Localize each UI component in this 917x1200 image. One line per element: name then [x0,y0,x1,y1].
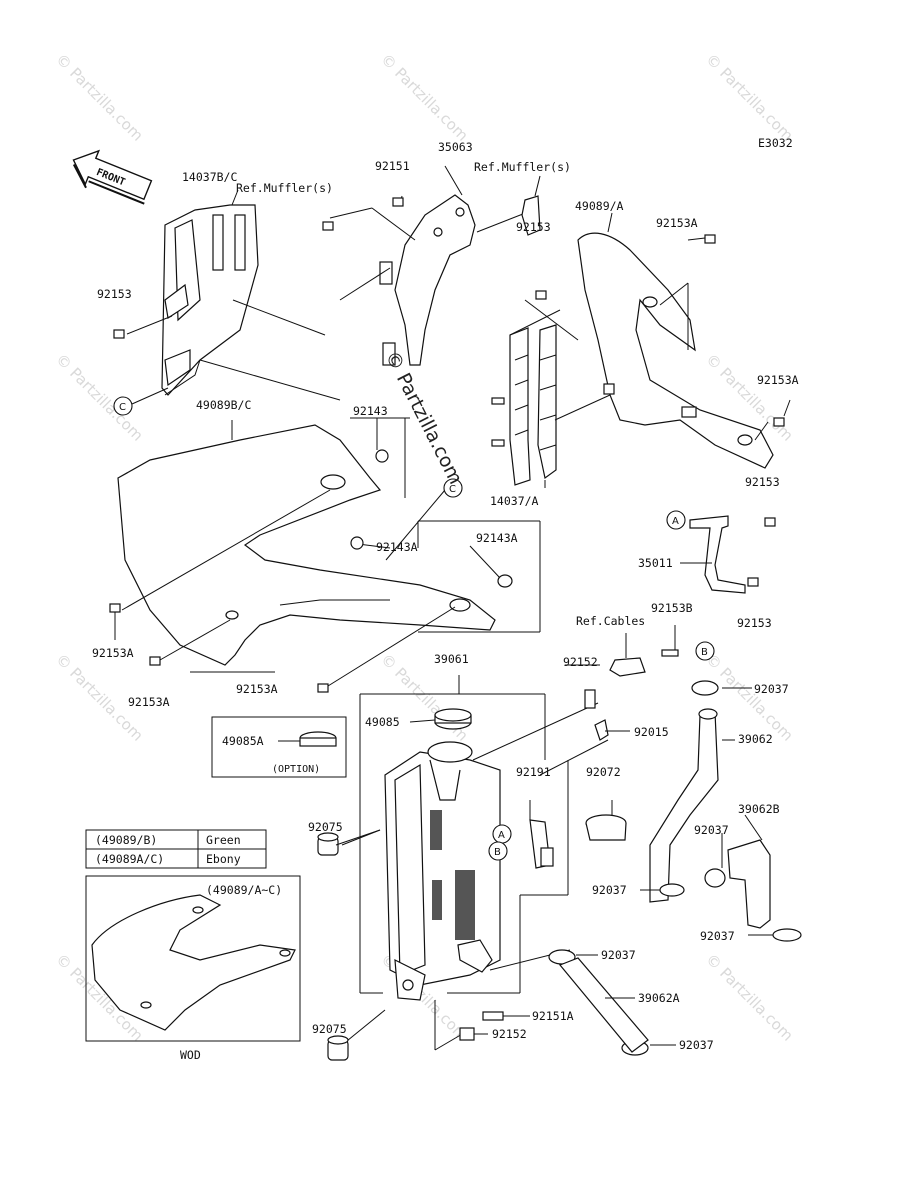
part-label: 92037 [754,682,789,696]
hose-39062 [649,708,719,903]
table-color: Green [206,833,241,847]
grommet-icon [350,449,513,588]
clamp-and-bolt [584,649,679,741]
part-label: 92015 [634,725,669,739]
wod-label: WOD [180,1048,201,1062]
marker-a-2: A [492,824,512,844]
marker-c-text: C [119,402,126,413]
part-label: 92143 [353,404,388,418]
hose-clamp-icon [548,680,802,1056]
part-label: 92037 [694,823,729,837]
marker-a-text: A [498,830,505,841]
part-label: 35063 [438,140,473,154]
part-label: 92072 [586,765,621,779]
part-label: 49085 [365,715,400,729]
radiator-guard-left [161,204,259,396]
marker-c-1: C [113,396,133,416]
part-label: 39061 [434,652,469,666]
part-label: 49085A [222,734,264,748]
hose-39062a [559,957,649,1053]
part-label: 92191 [516,765,551,779]
part-label: 92153A [656,216,698,230]
watermark: © Partzilla.com [702,950,797,1045]
part-label: 39062 [738,732,773,746]
part-label: 92152 [492,1027,527,1041]
part-label: 92037 [592,883,627,897]
marker-b-2: B [488,841,508,861]
marker-b-1: B [695,641,715,661]
hose-39062b [727,839,771,929]
watermark: © Partzilla.com [377,50,472,145]
part-label: 92151 [375,159,410,173]
watermark: © Partzilla.com [52,350,147,445]
bolt-92152 [459,1027,475,1041]
table-color: Ebony [206,852,241,866]
bolt-icon [109,197,785,693]
part-label: 92075 [308,820,343,834]
part-label: 92153 [516,220,551,234]
part-label: 92075 [312,1022,347,1036]
part-label: 92153A [92,646,134,660]
part-label: 49089/A [575,199,624,213]
part-label: 92143A [476,531,518,545]
part-label: 92037 [700,929,735,943]
clamp-92072 [585,814,627,841]
diagram-code: E3032 [758,136,793,150]
part-label: 92152 [563,655,598,669]
watermark: © Partzilla.com [52,50,147,145]
watermark: © Partzilla.com [702,50,797,145]
color-table: (49089/B) Green (49089A/C) Ebony [85,829,267,869]
bracket-35011 [689,515,746,594]
part-label: 92153B [651,601,693,615]
part-label: 92153 [737,616,772,630]
part-label: Ref.Muffler(s) [474,160,571,174]
marker-b-text: B [701,647,708,658]
radiator-guard-right [491,324,557,486]
inset-wod [85,875,301,1042]
part-label: 92153 [97,287,132,301]
part-label: 92151A [532,1009,574,1023]
table-part: (49089A/C) [95,852,164,866]
part-label: 35011 [638,556,673,570]
part-label: 92143A [376,540,418,554]
part-label: 14037B/C [182,170,237,184]
part-label: 92153A [236,682,278,696]
shroud-right [577,232,774,469]
part-labels: 14037B/C Ref.Muffler(s) 92151 35063 Ref.… [92,140,799,1062]
part-label: 39062A [638,991,680,1005]
part-label: 92153A [128,695,170,709]
front-arrow-icon: FRONT [72,149,153,205]
bracket-35063 [379,194,476,366]
part-label: 92153 [745,475,780,489]
option-label: (OPTION) [272,764,320,775]
part-label: 92153A [757,373,799,387]
part-label: 92037 [679,1038,714,1052]
radiator [384,741,501,1001]
grommet-92075 [317,832,349,1061]
radiator-cap-49085 [434,708,472,730]
marker-a-1: A [666,510,686,530]
bolt-92151a [482,1011,504,1021]
part-label: Ref.Muffler(s) [236,181,333,195]
part-label: Ref.Cables [576,614,645,628]
shroud-left [117,424,496,666]
part-label: 92037 [601,948,636,962]
option-box [211,716,347,778]
part-label: 49089B/C [196,398,251,412]
part-label: 39062B [738,802,780,816]
part-label: 14037/A [490,494,539,508]
marker-b-text: B [494,847,501,858]
table-part: (49089/B) [95,833,157,847]
marker-a-text: A [672,516,679,527]
marker-c-text: C [449,484,456,495]
marker-c-2: C [443,478,463,498]
inset-label: (49089/A~C) [206,883,282,897]
